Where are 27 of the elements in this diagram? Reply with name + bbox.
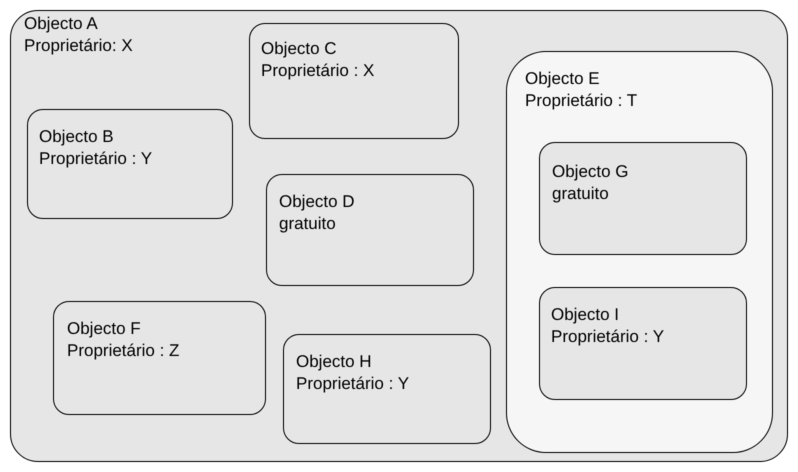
object-name: Objecto G — [552, 161, 629, 183]
object-name: Objecto F — [67, 318, 141, 340]
rounded-box — [53, 301, 266, 415]
rounded-box — [249, 23, 459, 139]
rounded-box — [539, 287, 747, 400]
rounded-box — [539, 142, 747, 255]
object-detail: Proprietário : Y — [551, 326, 664, 348]
object-name: Objecto D — [279, 191, 355, 213]
object-name: Objecto H — [296, 351, 372, 373]
rounded-box — [506, 51, 773, 453]
rounded-box — [10, 10, 788, 462]
object-detail: Proprietário : T — [525, 90, 638, 112]
object-detail: Proprietário : Z — [67, 340, 180, 362]
object-name: Objecto C — [261, 38, 337, 60]
object-name: Objecto A — [24, 13, 98, 35]
rounded-box — [27, 109, 233, 219]
object-detail: Proprietário : Y — [39, 148, 152, 170]
object-detail: gratuito — [552, 183, 609, 205]
object-name: Objecto B — [39, 126, 114, 148]
rounded-box — [283, 334, 491, 444]
object-detail: gratuito — [279, 213, 336, 235]
rounded-box — [266, 174, 474, 286]
object-name: Objecto I — [551, 304, 620, 326]
object-detail: Proprietário : X — [261, 60, 374, 82]
object-detail: Proprietário : Y — [296, 373, 410, 395]
object-name: Objecto E — [525, 68, 600, 90]
object-detail: Proprietário: X — [24, 35, 133, 57]
